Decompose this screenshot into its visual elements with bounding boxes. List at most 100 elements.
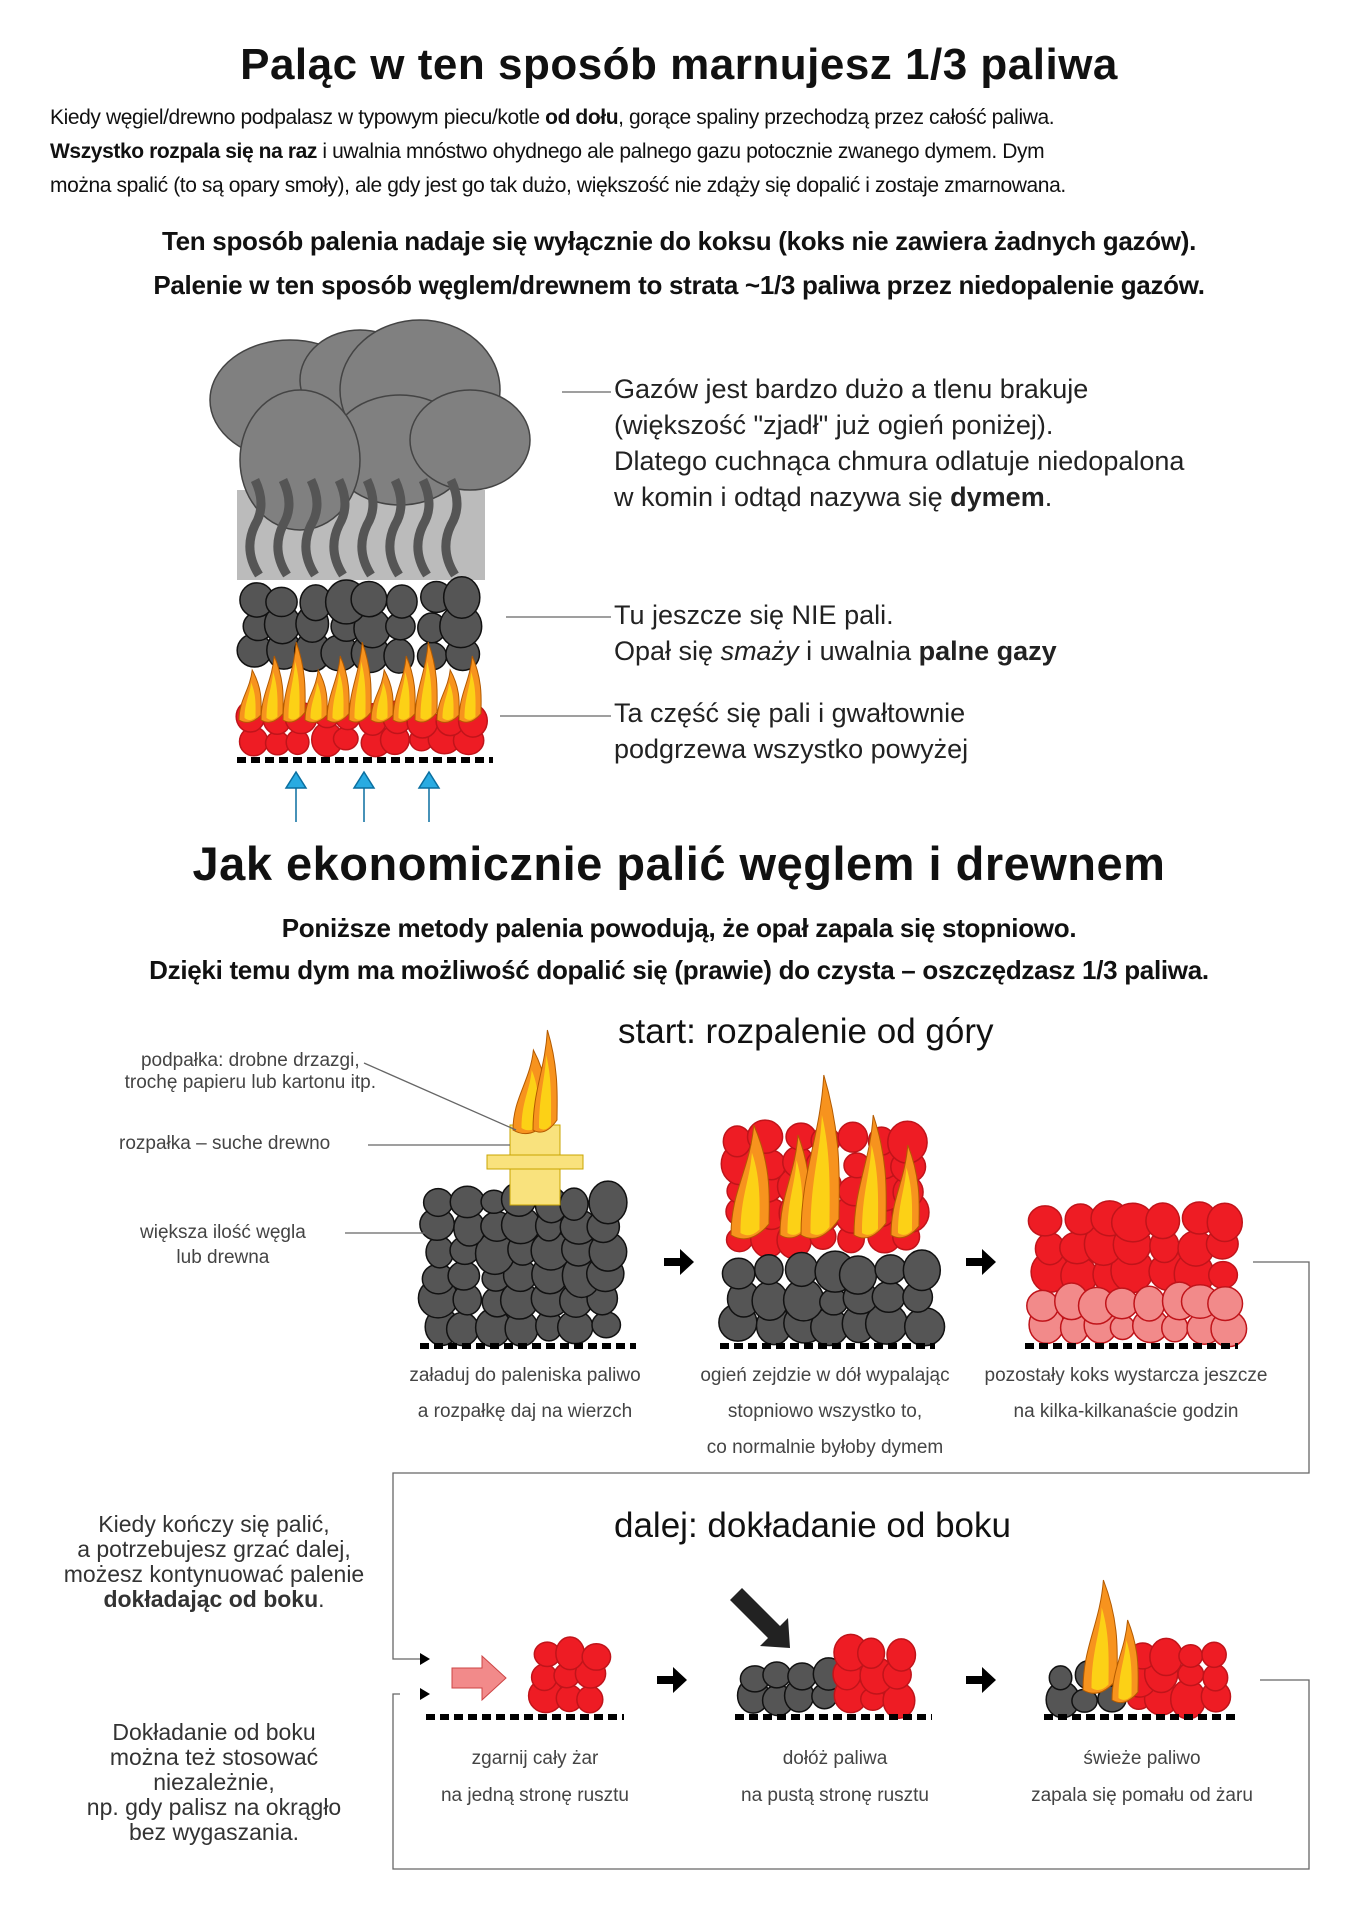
flame-icon xyxy=(730,1124,770,1240)
intro-line: Wszystko rozpala się na raz i uwalnia mn… xyxy=(50,140,1045,163)
flame-icon xyxy=(458,655,482,723)
flame-icon xyxy=(890,1144,920,1239)
flame-inner xyxy=(862,1145,879,1235)
flame-inner xyxy=(354,661,366,720)
flame-icon xyxy=(1082,1579,1118,1694)
flame-inner xyxy=(898,1167,913,1235)
start-step-caption: na kilka-kilkanaście godzin xyxy=(1013,1401,1239,1422)
air-arrow-icon xyxy=(284,770,308,822)
air-arrow-icon xyxy=(352,770,376,822)
flame-inner xyxy=(398,672,410,720)
flame-inner xyxy=(1118,1640,1132,1700)
side-heading: dalej: dokładanie od boku xyxy=(614,1506,1011,1545)
flame-icon xyxy=(853,1114,887,1239)
rock xyxy=(721,1257,756,1290)
flame-inner xyxy=(740,1152,760,1236)
rock xyxy=(1145,1202,1181,1240)
rock xyxy=(265,586,298,618)
note-smoke-line: Dlatego cuchnąca chmura odlatuje niedopa… xyxy=(614,446,1185,476)
flame-inner xyxy=(288,661,300,720)
flame-inner xyxy=(266,672,278,720)
rock xyxy=(449,1185,486,1219)
rock xyxy=(1178,1643,1204,1668)
rock xyxy=(751,1280,789,1321)
rock xyxy=(837,1121,869,1153)
smoke-wisp xyxy=(413,478,434,578)
note-smoke-line: Gazów jest bardzo dużo a tlenu brakuje xyxy=(614,374,1089,404)
rock xyxy=(445,1311,480,1347)
arrow-right-icon xyxy=(966,1667,996,1693)
rock xyxy=(559,1187,589,1222)
rock xyxy=(1133,1285,1166,1322)
label-podpalka: podpałka: drobne drzazgi,trochę papieru … xyxy=(124,1050,376,1093)
note-burning-line: podgrzewa wszystko powyżej xyxy=(614,734,969,764)
side-ember-2 xyxy=(832,1633,917,1720)
side-step-caption: zgarnij cały żar xyxy=(471,1748,599,1769)
label-rozpalka: rozpałka – suche drewno xyxy=(119,1133,331,1154)
arrow-icon xyxy=(420,1653,430,1665)
start-step-caption: co normalnie byłoby dymem xyxy=(706,1437,944,1458)
section-title: Jak ekonomicznie palić węglem i drewnem xyxy=(192,837,1166,890)
drop-arrow-icon xyxy=(730,1588,790,1648)
rock xyxy=(1027,1205,1063,1237)
coal-stack-1 xyxy=(417,1180,628,1348)
arrow-icon xyxy=(420,1688,430,1700)
rock xyxy=(762,1661,792,1689)
flame-icon xyxy=(800,1074,840,1239)
note-smoke-line: (większość "zjadł" już ogień poniżej). xyxy=(614,410,1054,440)
connector-box xyxy=(392,1679,1310,1870)
side-coal-2 xyxy=(736,1657,845,1717)
rock xyxy=(1206,1202,1244,1243)
rock xyxy=(838,1255,878,1295)
start-heading: start: rozpalenie od góry xyxy=(618,1012,994,1051)
rock xyxy=(576,1685,604,1714)
arrow-right-icon xyxy=(657,1667,687,1693)
flame-icon xyxy=(532,1029,558,1133)
rock xyxy=(350,580,388,618)
coke-ash xyxy=(1026,1281,1248,1348)
rock xyxy=(1048,1665,1073,1691)
flame-inner xyxy=(442,682,454,720)
leader-line xyxy=(363,1062,517,1131)
side-step-caption: na pustą stronę rusztu xyxy=(741,1785,929,1806)
rock xyxy=(787,1662,818,1691)
rock xyxy=(1104,1287,1139,1320)
flame-inner xyxy=(420,661,432,720)
intro-line: można spalić (to są opary smoły), ale gd… xyxy=(50,174,1066,197)
warning-line-2: Palenie w ten sposób węglem/drewnem to s… xyxy=(153,270,1205,300)
rock xyxy=(722,1125,752,1158)
flame-inner xyxy=(376,682,388,720)
rock xyxy=(591,1311,622,1339)
note-burning-line: Ta część się pali i gwałtownie xyxy=(614,698,966,728)
start-step-caption: stopniowo wszystko to, xyxy=(727,1401,923,1422)
flame-inner xyxy=(464,672,476,720)
smoke-puff xyxy=(409,389,531,491)
rock xyxy=(874,1254,907,1285)
start-step-caption: pozostały koks wystarcza jeszcze xyxy=(984,1365,1268,1386)
rock xyxy=(1026,1289,1060,1322)
rock xyxy=(753,1253,784,1286)
flame-icon xyxy=(238,668,262,723)
side-step-caption: świeże paliwo xyxy=(1083,1748,1201,1769)
rock xyxy=(530,1663,558,1692)
kindling-icon xyxy=(486,1124,584,1206)
flame-inner xyxy=(787,1160,803,1235)
start-step-caption: ogień zejdzie w dół wypalając xyxy=(700,1365,950,1386)
flame-icon xyxy=(414,641,438,723)
rock xyxy=(856,1637,886,1669)
flame-inner xyxy=(332,672,344,720)
arrow-right-icon xyxy=(664,1249,694,1275)
warning-line-1: Ten sposób palenia nadaje się wyłącznie … xyxy=(161,226,1196,256)
rock xyxy=(588,1180,628,1225)
intro-line: Kiedy węgiel/drewno podpalasz w typowym … xyxy=(50,106,1055,129)
smoke-wisp xyxy=(357,478,378,578)
side-step-caption: zapala się pomału od żaru xyxy=(1031,1785,1253,1806)
rock xyxy=(1202,1663,1229,1692)
flame-inner xyxy=(539,1055,552,1130)
air-arrow-icon xyxy=(417,770,441,822)
kindling-base xyxy=(486,1154,584,1170)
note-unburnt-line: Tu jeszcze się NIE pali. xyxy=(614,600,894,630)
side-step-caption: na jedną stronę rusztu xyxy=(440,1785,629,1806)
